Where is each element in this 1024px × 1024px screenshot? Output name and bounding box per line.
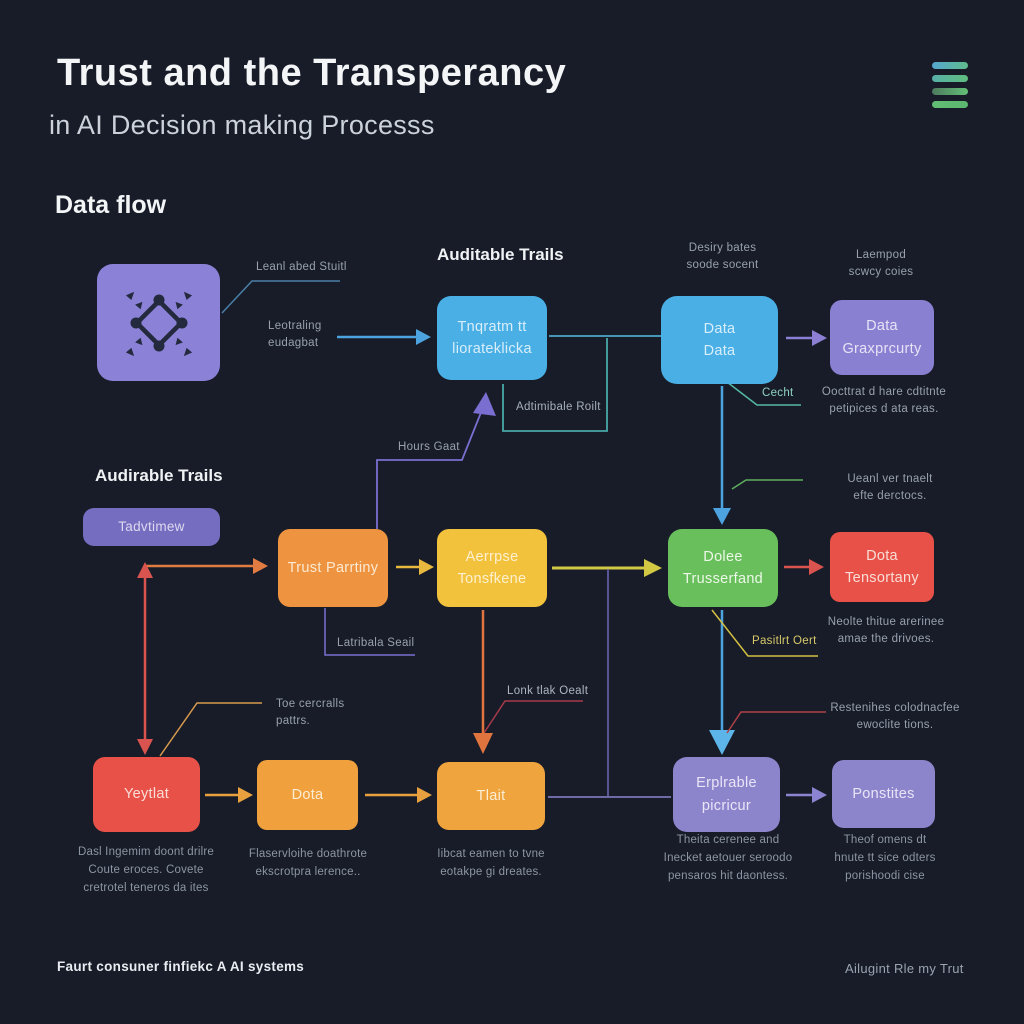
node-trust-parrtiny: Trust Parrtiny [278,529,388,607]
page-title: Trust and the Transperancy [57,52,567,94]
menu-bar [932,75,968,82]
label-pasitlrt: Pasitlrt Oert [752,635,817,647]
arrow-erplrable-to-ponstites [786,787,827,803]
section-data-flow: Data flow [55,191,167,219]
circuit-icon [125,291,192,356]
wire-restenihes [726,711,826,734]
wire-icon-to-leanl [221,280,340,314]
arrow-datadata-to-dolee [713,386,731,525]
node-tnqratm: Tnqratm tt liorateklicka [437,296,547,380]
node-data-graxprcurty: Data Graxprcurty [830,300,934,375]
label-oocttrat: Oocttrat d hare cdtitnte petipices d ata… [821,386,947,416]
wire-cecht [726,381,801,406]
wire-purple-vertical [548,569,671,798]
menu-bar [932,62,968,69]
node-yeytlat: Yeytlat [93,757,200,832]
label-desiry: Desiry bates soode socent [686,242,759,272]
caption-ponstites: Theof omens dt hnute tt sice odters pori… [834,834,936,882]
arrow-into-trust-parrtiny [145,558,268,574]
arrow-aerrpse-to-tlait [473,610,493,754]
caption-tlait: Iibcat eamen to tvne eotakpe gi dreates. [437,848,545,878]
footer-left: Faurt consuner finfiekc A AI systems [57,959,305,974]
arrow-trust-to-aerrpse [396,559,434,575]
node-dolee: Dolee Trusserfand [668,529,778,607]
label-lonk: Lonk tlak Oealt [507,685,589,697]
section-auditable-trails-top: Auditable Trails [437,245,564,264]
node-dota-tensortany: Dota Tensortany [830,532,934,602]
arrow-dolee-to-tensortany [784,559,824,575]
wire-toe-cercralls [159,702,262,757]
label-adtimibale: Adtimibale Roilt [516,401,601,413]
menu-bar [932,88,968,95]
page-subtitle: in AI Decision making Processs [49,110,435,140]
arrow-vertical-double [137,562,153,755]
node-erplrable: Erplrable picricur [673,757,780,832]
label-restenihes: Restenihes colodnacfee ewoclite tions. [830,702,960,732]
footer-right: Ailugint Rle my Trut [845,961,964,976]
section-auditable-trails-mid: Audirable Trails [95,466,223,485]
label-hours-gaat: Hours Gaat [398,441,460,453]
arrow-into-tnqratm [337,329,431,345]
node-data-data: Data Data [661,296,778,384]
label-leotraling: Leotraling eudagbat [268,320,322,350]
arrow-datadata-to-graxprcurty [786,330,827,346]
label-latribala: Latribala Seail [337,637,415,649]
menu-icon[interactable] [932,62,968,114]
node-ponstites: Ponstites [832,760,935,828]
wire-adtimibale [502,338,608,432]
arrow-aerrpse-to-dolee [552,559,662,577]
caption-yeytlat: Dasl Ingemim doont drilre Coute eroces. … [77,846,215,894]
menu-bar [932,101,968,108]
label-leanl: Leanl abed Stuitl [256,261,347,273]
arrow-yeytlat-to-dota [205,787,253,803]
caption-dota: Flaservloihe doathrote ekscrotpra lerenc… [248,848,368,878]
node-tlait: Tlait [437,762,545,830]
label-neolte: Neolte thitue arerinee amae the drivoes. [827,616,945,646]
wire-pasitlrt [711,609,818,657]
arrow-hours-gaat [376,392,496,529]
wire-lonk [483,700,583,734]
node-aerrpse: Aerrpse Tonsfkene [437,529,547,607]
label-toe-cercralls: Toe cercralls pattrs. [276,698,345,728]
node-input-icon [97,264,220,381]
arrow-dota-to-tlait [365,787,432,803]
label-laempod: Laempod scwcy coies [848,249,914,279]
wire-latribala [324,608,415,656]
label-cecht: Cecht [762,387,794,399]
label-ueanl: Ueanl ver tnaelt efte derctocs. [847,473,933,503]
caption-erplrable: Theita cerenee and Inecket aetouer seroo… [663,834,793,882]
arrow-dolee-to-erplrable [709,610,735,755]
wire-ueanl [731,479,803,490]
node-dota: Dota [257,760,358,830]
node-tadvtimew: Tadvtimew [83,508,220,546]
